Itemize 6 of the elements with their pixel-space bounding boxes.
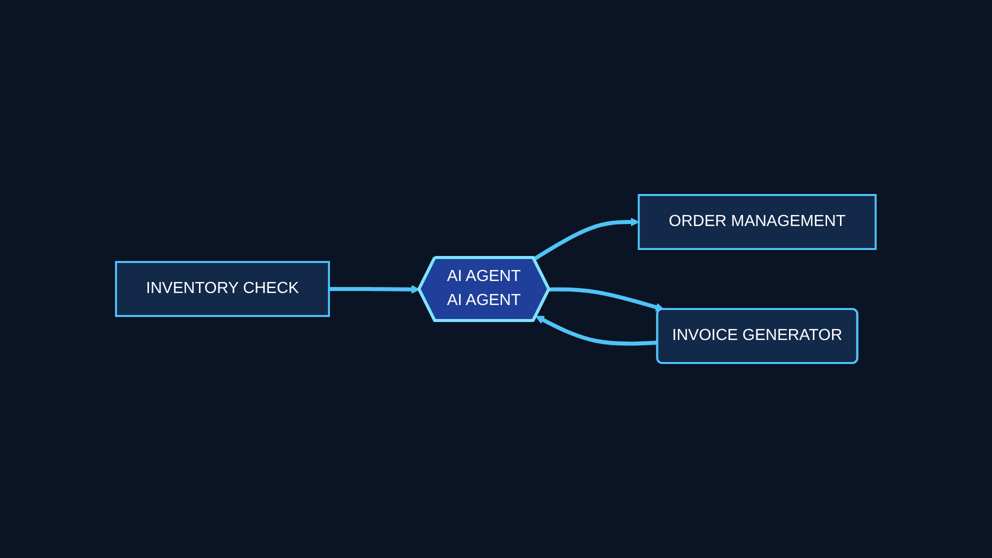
arrow [549, 287, 664, 312]
node-box: INVENTORY CHECK [115, 261, 330, 317]
arrow [533, 218, 640, 261]
arrow [329, 285, 420, 294]
node-box: ORDER MANAGEMENT [638, 194, 877, 250]
arrow [536, 316, 658, 346]
